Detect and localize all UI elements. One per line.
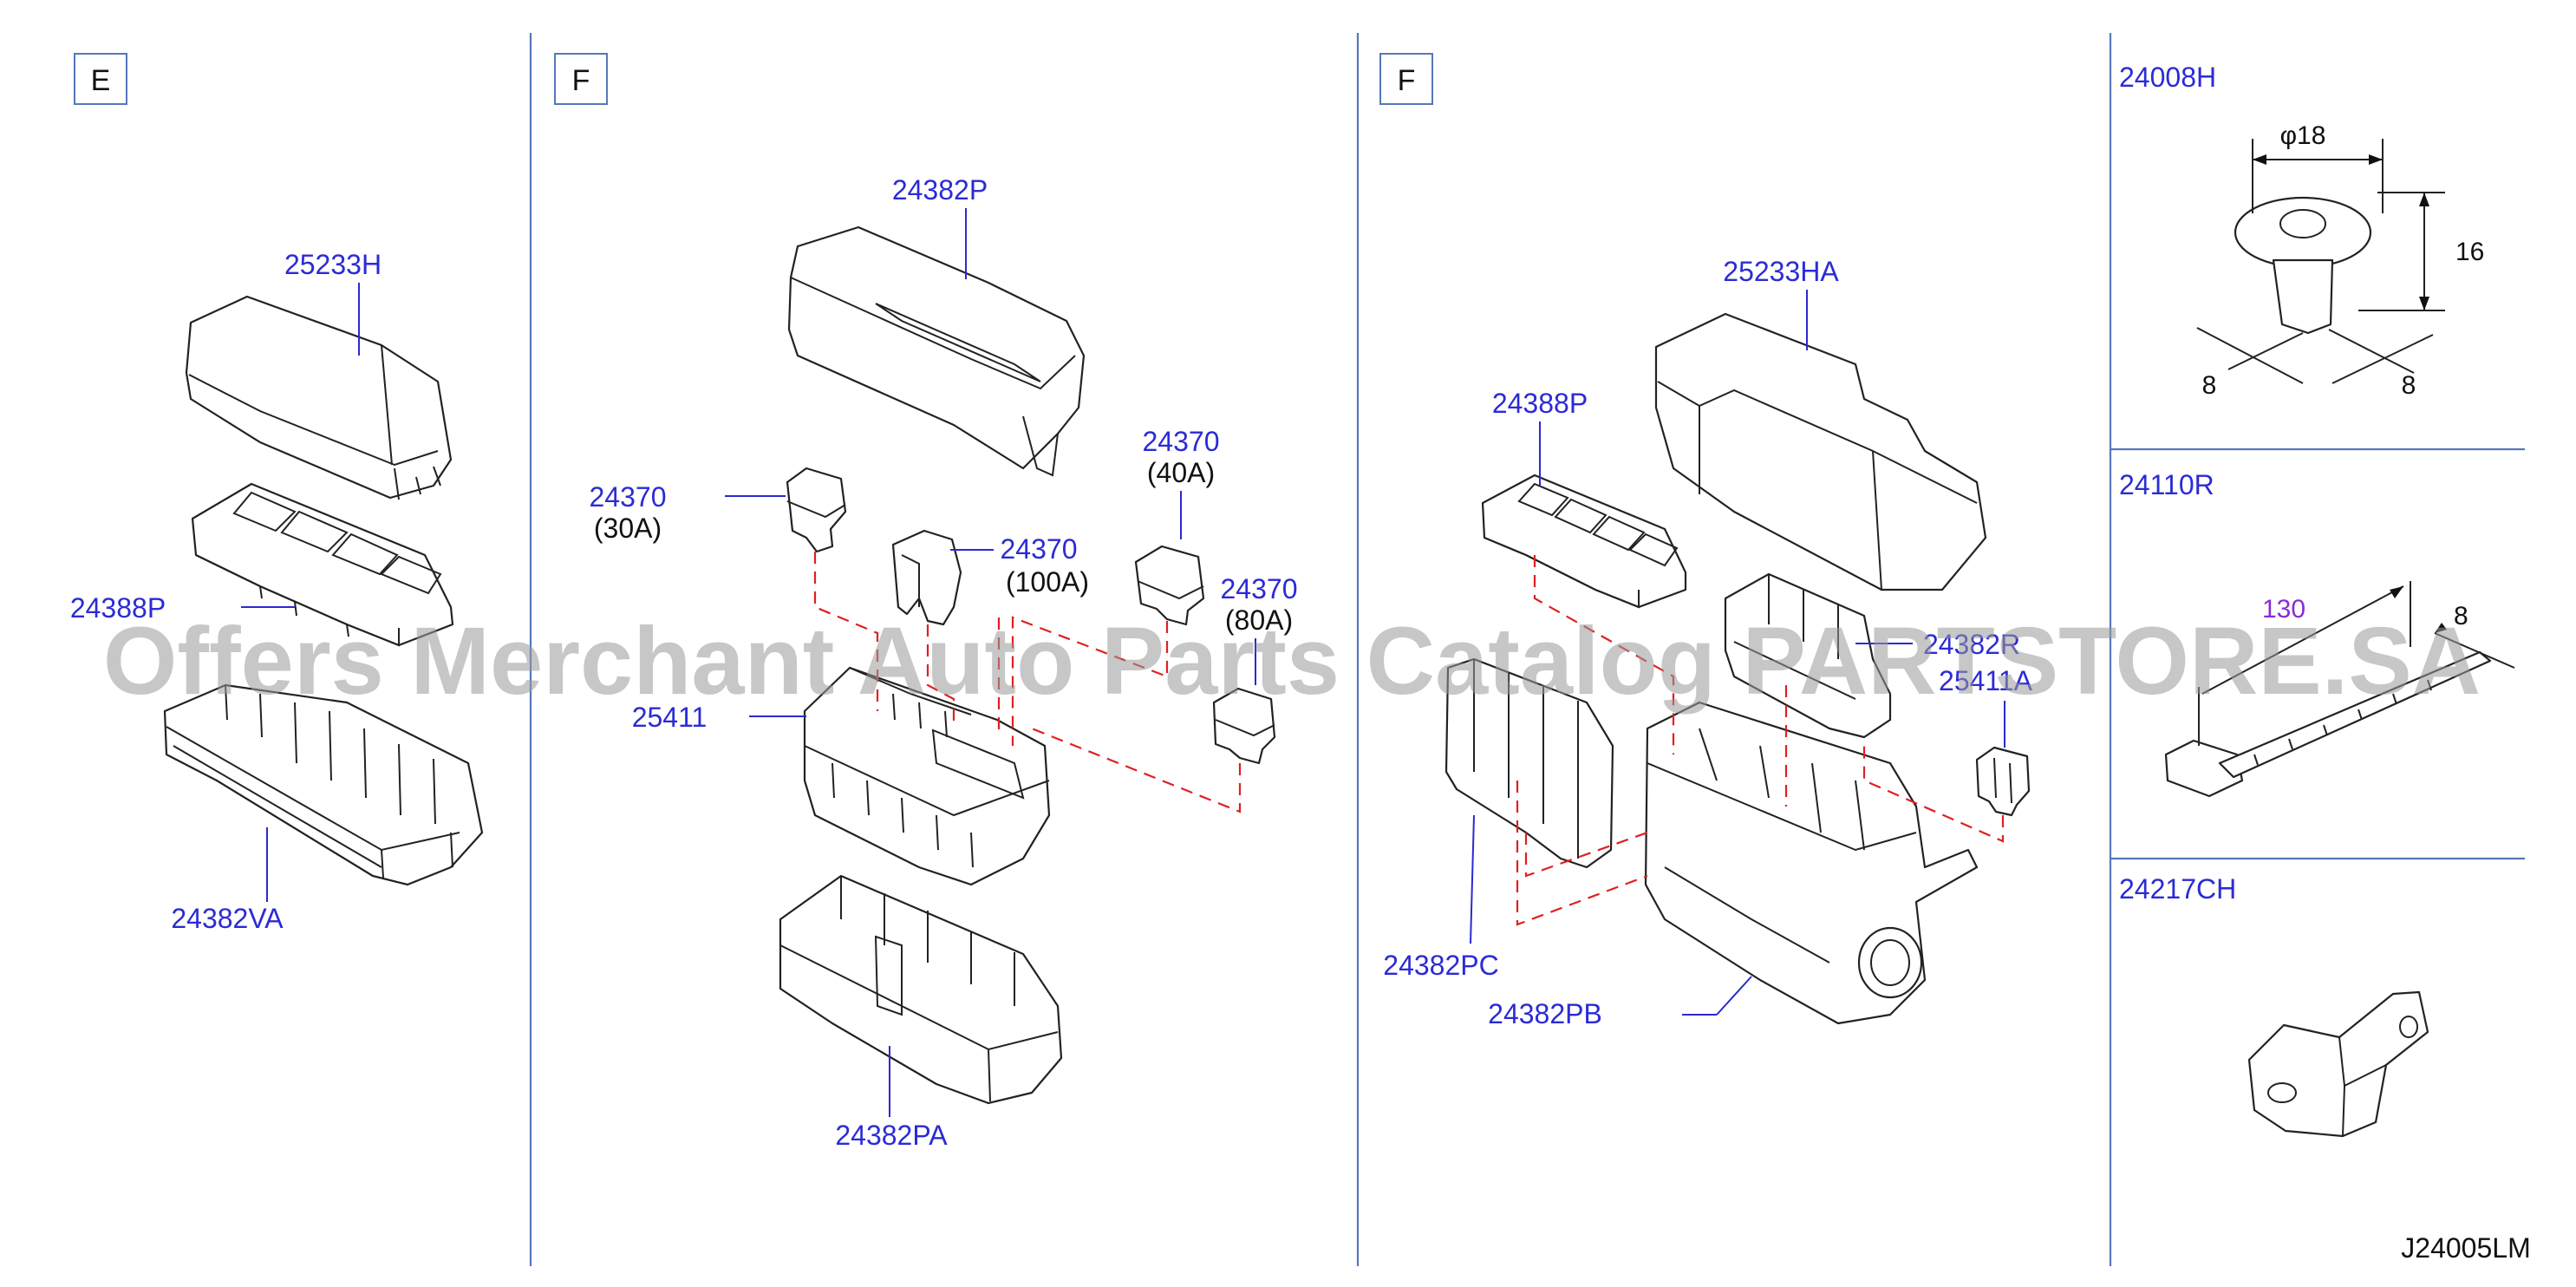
part-25411-fuse-block — [803, 666, 1051, 886]
part-24370-100A-fuse — [891, 529, 962, 626]
label-25233HA: 25233HA — [1723, 256, 1839, 287]
label-24382PA: 24382PA — [835, 1120, 948, 1151]
part-24382PA-case — [779, 874, 1063, 1105]
dashed-lines-right — [1516, 555, 2005, 926]
dimension-lines-24110R — [2198, 581, 2515, 746]
section-f2-box: F — [1379, 53, 1433, 105]
label-24382PC: 24382PC — [1383, 950, 1498, 981]
label-24370-30: 24370 — [590, 481, 667, 513]
dim-8c: 8 — [2454, 602, 2468, 630]
label-24388P-f: 24388P — [1492, 388, 1588, 419]
part-24008H-clip — [2234, 196, 2372, 335]
dim-8b: 8 — [2402, 371, 2416, 400]
part-24217CH-bracket — [2247, 990, 2429, 1138]
dashed-lines-mid — [813, 552, 1242, 813]
label-25411A: 25411A — [1939, 665, 2033, 696]
label-24388P-e: 24388P — [70, 592, 166, 624]
label-25411: 25411 — [632, 702, 708, 733]
label-100A: (100A) — [1006, 566, 1089, 598]
part-24370-80A-fuse — [1212, 687, 1276, 765]
dimension-lines-24008H — [2196, 139, 2445, 384]
label-25233H: 25233H — [284, 249, 382, 280]
dim-16: 16 — [2455, 238, 2484, 266]
part-24388P-relay-holder-f — [1481, 474, 1687, 609]
label-24382PB: 24382PB — [1488, 998, 1602, 1029]
part-24370-30A-fuse — [786, 467, 847, 553]
part-24110R-cable-tie — [2164, 650, 2492, 798]
part-24382P-cover — [787, 225, 1086, 477]
label-24370-40: 24370 — [1143, 426, 1220, 457]
label-24110R: 24110R — [2119, 469, 2214, 500]
label-24008H: 24008H — [2119, 62, 2216, 93]
label-24382P: 24382P — [892, 174, 988, 206]
label-40A: (40A) — [1147, 457, 1215, 488]
part-24382VA-box — [163, 683, 484, 886]
section-e-label: E — [91, 64, 111, 97]
part-25411A-fuse — [1975, 746, 2031, 817]
label-24217CH: 24217CH — [2119, 873, 2236, 905]
part-25233HA-cover — [1654, 312, 1987, 591]
label-30A: (30A) — [594, 513, 662, 544]
part-25233H-cover — [185, 295, 453, 500]
part-24382PB-box — [1644, 701, 1979, 1025]
part-24370-40A-fuse — [1134, 545, 1205, 626]
dim-8a: 8 — [2202, 371, 2217, 400]
section-f1-label: F — [572, 64, 590, 97]
part-24382R-relay — [1724, 572, 1892, 739]
part-24388P-relay-holder — [191, 482, 454, 647]
label-24370-100: 24370 — [1001, 533, 1078, 565]
dim-phi18: φ18 — [2280, 121, 2326, 150]
part-24382PC-plate — [1445, 657, 1614, 869]
watermark: Offers Merchant Auto Parts Catalog PARTS… — [103, 608, 2481, 715]
section-e-box: E — [74, 53, 127, 105]
section-f1-box: F — [554, 53, 608, 105]
label-24382VA: 24382VA — [171, 903, 284, 934]
label-24382R: 24382R — [1923, 629, 2020, 660]
label-24370-80: 24370 — [1221, 573, 1298, 604]
section-f2-label: F — [1398, 64, 1416, 97]
label-80A: (80A) — [1225, 604, 1293, 636]
dim-130: 130 — [2262, 595, 2305, 624]
reference-code: J24005LM — [2401, 1232, 2530, 1264]
